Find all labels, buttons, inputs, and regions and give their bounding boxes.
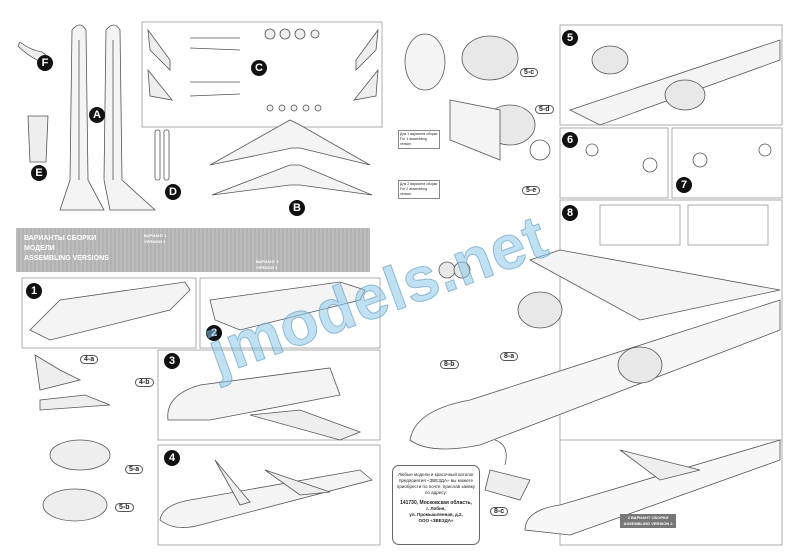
step-number: 4 bbox=[164, 450, 180, 466]
part-label-b: B bbox=[289, 200, 305, 216]
substep-label: 8-c bbox=[490, 507, 509, 516]
address-box: Любые модели и красочный каталог предпри… bbox=[392, 465, 480, 545]
version2-ru: ВАРИАНТ 2 bbox=[256, 259, 279, 264]
version2-label-en: ASSEMBLING VERSION 2 bbox=[623, 521, 673, 526]
step-number: 2 bbox=[206, 325, 222, 341]
substep-label: 5-a bbox=[125, 465, 144, 474]
substep-label: 5-d bbox=[535, 105, 554, 114]
part-label-e: E bbox=[31, 165, 47, 181]
address-line: ООО «ЗВЕЗДА» bbox=[418, 518, 454, 523]
substep-label: 4-b bbox=[135, 378, 154, 387]
address-line: 141730, Московская область, bbox=[400, 500, 472, 506]
substep-label: 5-e bbox=[522, 186, 541, 195]
address-line: ул. Промышленная, д.2, bbox=[409, 512, 463, 517]
version2-note: Для 2 варианта сборки For 2 assembling v… bbox=[398, 180, 440, 199]
banner-line: ASSEMBLING VERSIONS bbox=[24, 255, 109, 262]
assembling-versions-banner: ВАРИАНТЫ СБОРКИ МОДЕЛИ ASSEMBLING VERSIO… bbox=[16, 228, 370, 272]
substep-label: 4-a bbox=[80, 355, 99, 364]
step-number: 3 bbox=[164, 353, 180, 369]
version2-label-ru: 2 ВАРИАНТ СБОРКИ bbox=[627, 515, 669, 520]
step-number: 7 bbox=[676, 177, 692, 193]
address-intro: Любые модели и красочный каталог предпри… bbox=[396, 472, 476, 495]
substep-label: 5-c bbox=[520, 68, 539, 77]
version2-en: VERSION 2 bbox=[256, 265, 278, 270]
version2-label: 2 ВАРИАНТ СБОРКИ ASSEMBLING VERSION 2 bbox=[620, 514, 676, 528]
version1-ru: ВАРИАНТ 1 bbox=[144, 233, 167, 238]
version1-en: VERSION 1 bbox=[144, 239, 166, 244]
step-number: 1 bbox=[26, 283, 42, 299]
substep-label: 8-a bbox=[500, 352, 519, 361]
step-number: 5 bbox=[562, 30, 578, 46]
version1-note: Для 1 варианта сборки For 1 assembling v… bbox=[398, 130, 440, 149]
part-label-f: F bbox=[37, 55, 53, 71]
substep-label: 5-b bbox=[115, 503, 134, 512]
banner-title: ВАРИАНТЫ СБОРКИ МОДЕЛИ ASSEMBLING VERSIO… bbox=[24, 234, 109, 264]
part-label-c: C bbox=[251, 60, 267, 76]
step-number: 8 bbox=[562, 205, 578, 221]
address-line: г. Лобня, bbox=[426, 506, 446, 511]
part-label-d: D bbox=[165, 184, 181, 200]
banner-line: ВАРИАНТЫ СБОРКИ bbox=[24, 235, 97, 242]
substep-label: 8-b bbox=[440, 360, 459, 369]
banner-line: МОДЕЛИ bbox=[24, 245, 55, 252]
step-number: 6 bbox=[562, 132, 578, 148]
part-label-a: A bbox=[89, 107, 105, 123]
